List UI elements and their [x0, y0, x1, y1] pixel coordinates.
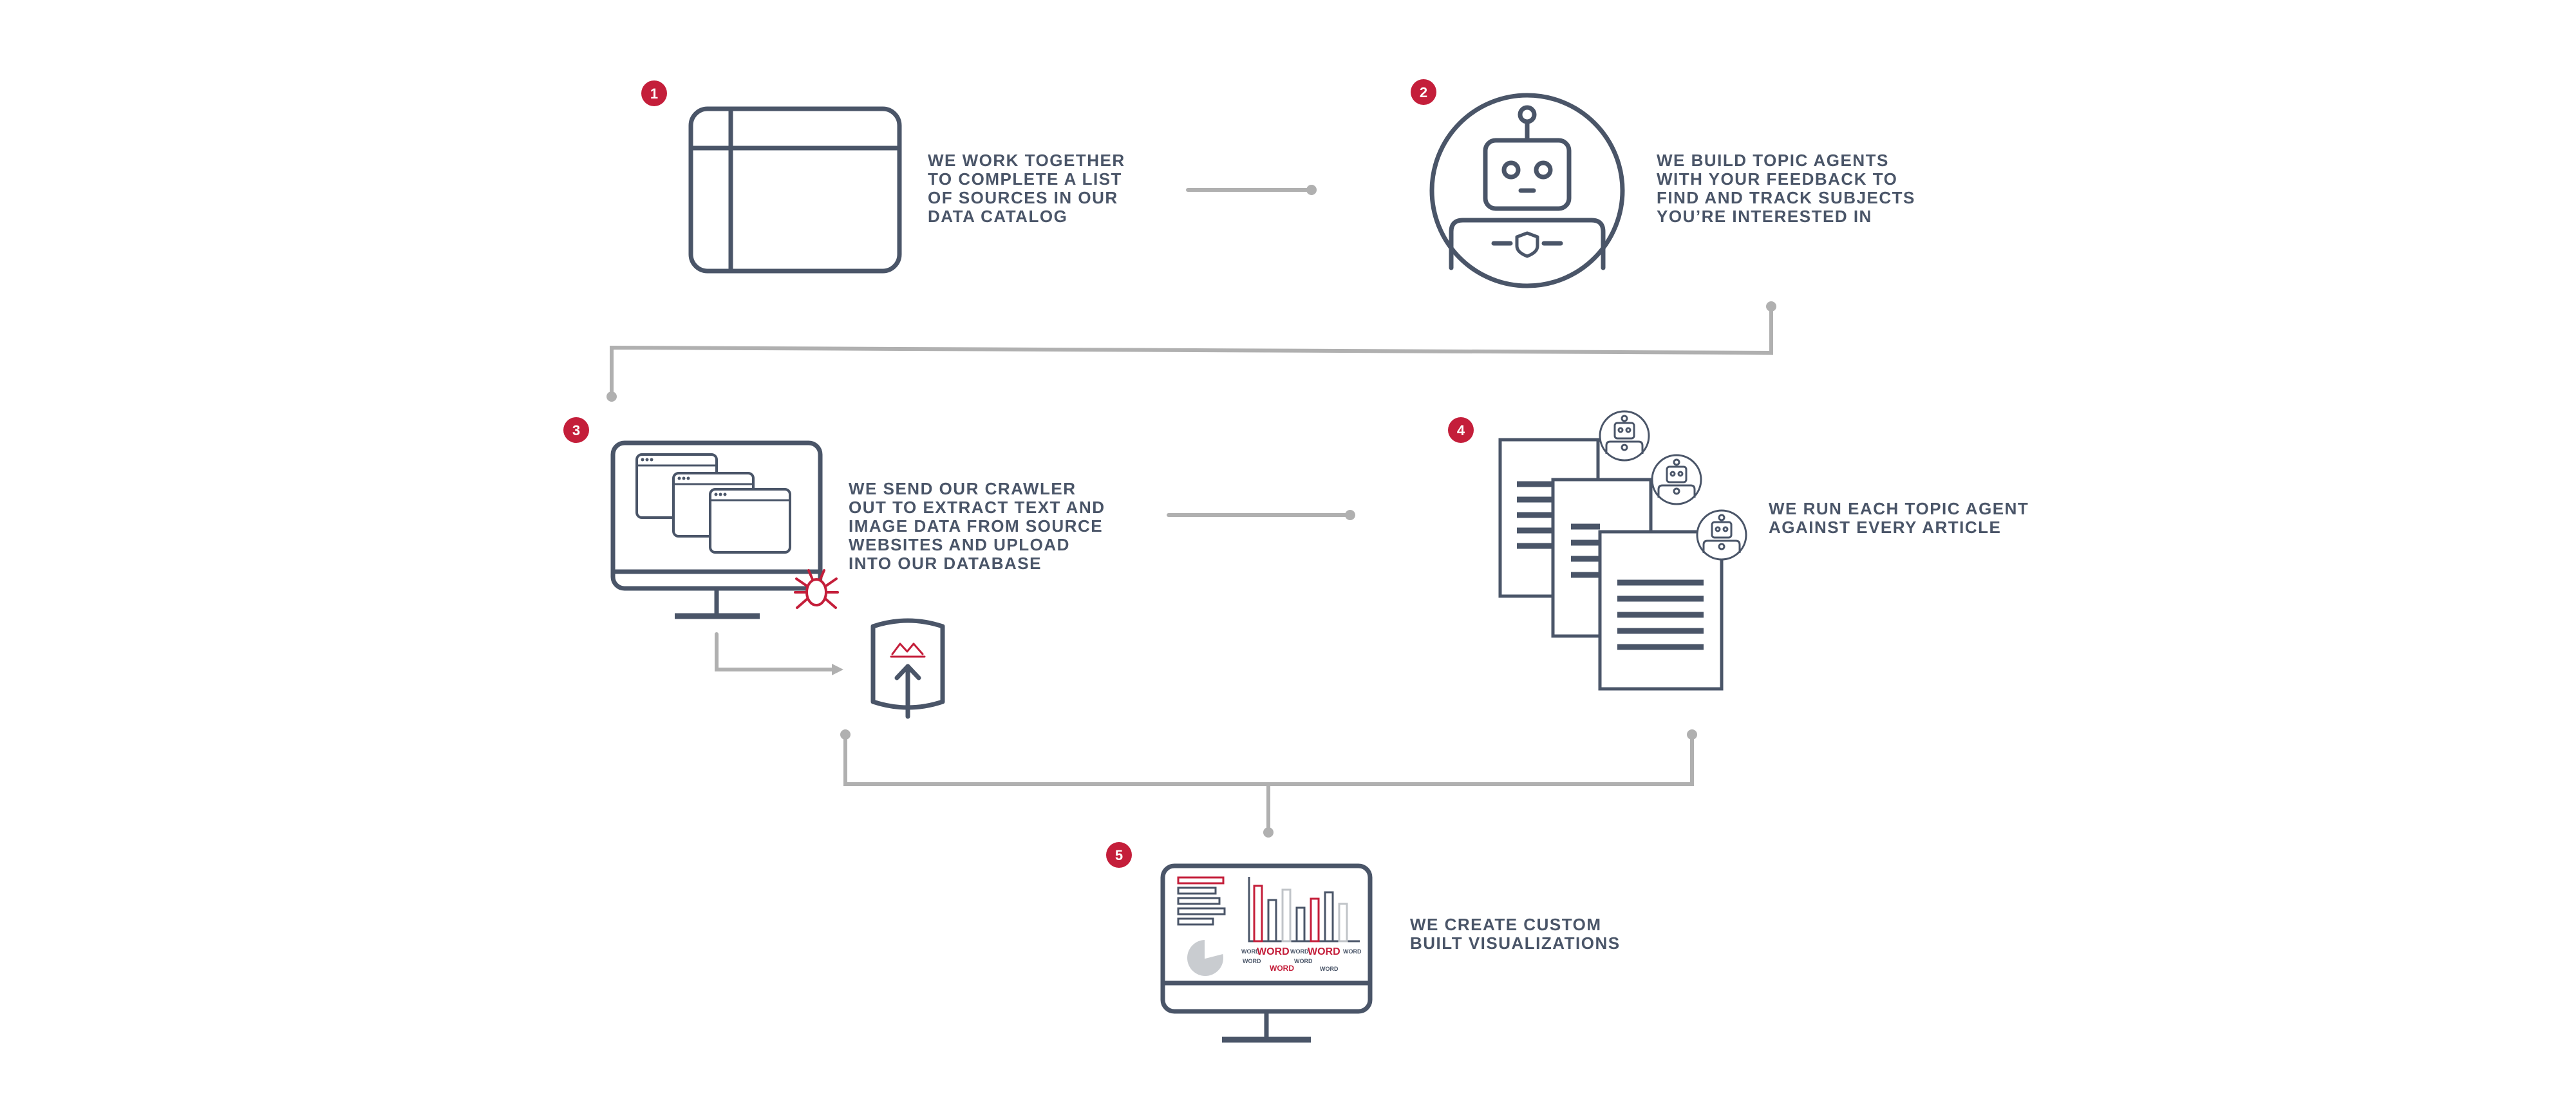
catalog-window-icon	[688, 106, 902, 274]
step-2-line: FIND AND TRACK SUBJECTS	[1657, 188, 1915, 207]
svg-text:WORD: WORD	[1320, 966, 1339, 972]
step-1-badge: 1	[641, 80, 667, 106]
mini-bar-list	[1177, 876, 1226, 926]
mini-bar-chart	[1248, 877, 1360, 942]
step-3-line: WE SEND OUR CRAWLER	[849, 479, 1076, 498]
step-4-badge: 4	[1448, 417, 1474, 443]
svg-text:WORD: WORD	[1343, 948, 1362, 955]
step-3-line: INTO OUR DATABASE	[849, 554, 1042, 573]
step-5-line: WE CREATE CUSTOM	[1410, 915, 1602, 934]
step-1-line: OF SOURCES IN OUR	[928, 188, 1118, 207]
documents-agents-icon	[1498, 410, 1747, 691]
step-2-description: WE BUILD TOPIC AGENTS WITH YOUR FEEDBACK…	[1657, 151, 1915, 226]
step-3-line: WEBSITES AND UPLOAD	[849, 535, 1070, 554]
step-5-badge: 5	[1106, 842, 1132, 868]
svg-text:1: 1	[650, 86, 658, 102]
svg-text:WORD: WORD	[1257, 946, 1290, 957]
mini-robot-icon	[1696, 509, 1747, 561]
connectors	[606, 185, 1776, 838]
step-5-description: WE CREATE CUSTOM BUILT VISUALIZATIONS	[1410, 915, 1621, 953]
step-2-line: WITH YOUR FEEDBACK TO	[1657, 169, 1898, 189]
mini-pie-chart	[1187, 939, 1224, 976]
mini-robot-icon	[1651, 454, 1702, 505]
connector-merge-to-step5	[840, 729, 1697, 838]
step-3-line: IMAGE DATA FROM SOURCE	[849, 516, 1104, 536]
connector-step1-to-step2	[1186, 185, 1317, 195]
step-1-description: WE WORK TOGETHER TO COMPLETE A LIST OF S…	[928, 151, 1125, 226]
crawler-monitor-icon	[610, 440, 823, 619]
svg-text:WORD: WORD	[1294, 958, 1313, 964]
svg-text:WORD: WORD	[1270, 964, 1294, 973]
mini-word-cloud: WORD WORD WORD WORD WORD WORD WORD WORD …	[1241, 946, 1362, 973]
svg-text:WORD: WORD	[1243, 958, 1261, 964]
step-4-line: AGAINST EVERY ARTICLE	[1769, 518, 2002, 537]
step-1-line: WE WORK TOGETHER	[928, 151, 1125, 170]
step-2-line: YOU’RE INTERESTED IN	[1657, 207, 1872, 226]
step-3-description: WE SEND OUR CRAWLER OUT TO EXTRACT TEXT …	[849, 480, 1105, 573]
connector-step3-to-step4	[1167, 510, 1355, 520]
robot-agent-icon	[1429, 93, 1625, 288]
database-upload-icon	[870, 618, 945, 719]
svg-text:4: 4	[1457, 422, 1465, 438]
crawler-bug-icon	[794, 569, 839, 609]
svg-text:WORD: WORD	[1290, 948, 1309, 955]
visualization-monitor-icon: WORD WORD WORD WORD WORD WORD WORD WORD …	[1160, 863, 1373, 1043]
mini-robot-icon	[1599, 410, 1650, 462]
step-2-line: WE BUILD TOPIC AGENTS	[1657, 151, 1889, 170]
svg-text:WORD: WORD	[1308, 946, 1340, 957]
svg-text:5: 5	[1115, 847, 1123, 863]
step-1-line: TO COMPLETE A LIST	[928, 169, 1122, 189]
step-3-badge: 3	[563, 417, 589, 443]
step-3-line: OUT TO EXTRACT TEXT AND	[849, 498, 1105, 517]
step-4-description: WE RUN EACH TOPIC AGENT AGAINST EVERY AR…	[1769, 500, 2029, 537]
svg-text:3: 3	[572, 422, 580, 438]
step-4-line: WE RUN EACH TOPIC AGENT	[1769, 499, 2029, 518]
connector-monitor-to-database	[715, 632, 843, 675]
step-1-line: DATA CATALOG	[928, 207, 1068, 226]
step-2-badge: 2	[1411, 79, 1436, 105]
svg-text:WORD: WORD	[1241, 948, 1260, 955]
step-5-line: BUILT VISUALIZATIONS	[1410, 933, 1621, 953]
svg-text:2: 2	[1420, 84, 1427, 100]
connector-step2-to-step3	[606, 301, 1776, 402]
